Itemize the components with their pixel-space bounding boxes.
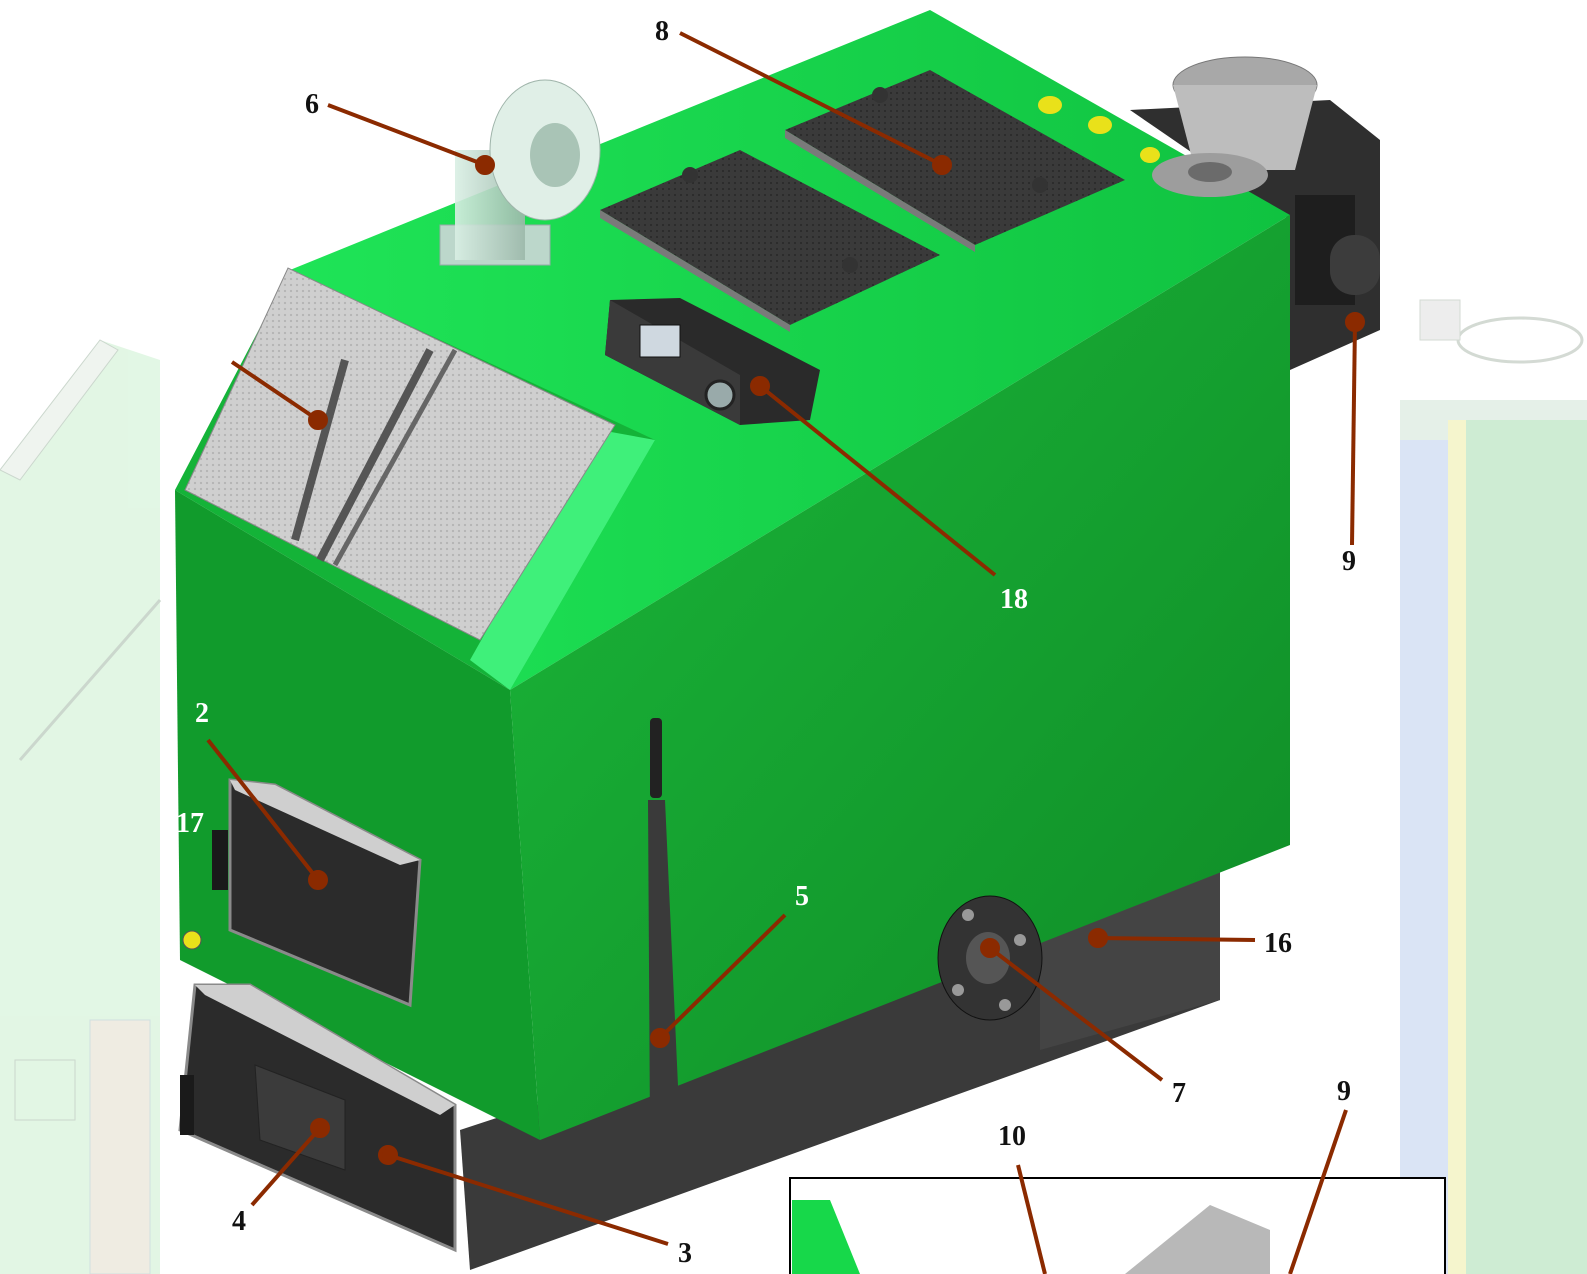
boiler-front (175, 490, 540, 1140)
top-fittings (1038, 56, 1318, 197)
flue-box (1130, 100, 1380, 370)
cleaning-hatch-left (600, 150, 940, 332)
label-16: 16 (1264, 928, 1292, 959)
cleaning-hatch-right (785, 70, 1125, 252)
ash-door (178, 983, 457, 1253)
label-7: 7 (1172, 1078, 1186, 1109)
label-10: 10 (998, 1121, 1026, 1152)
label-3: 3 (678, 1238, 692, 1269)
boiler-front-edge (470, 430, 655, 690)
fire-door (212, 778, 422, 1008)
label-18: 18 (1000, 584, 1028, 615)
background-ghost-right (1400, 299, 1587, 1274)
label-9-inset: 9 (1337, 1076, 1351, 1107)
label-9-main: 9 (1342, 546, 1356, 577)
detail-inset (789, 1177, 1446, 1274)
label-5: 5 (795, 881, 809, 912)
leader-lines (206, 31, 1365, 1274)
sensor-fitting (182, 930, 202, 950)
label-1: 1 (210, 343, 224, 374)
label-4: 4 (232, 1206, 246, 1237)
label-8: 8 (655, 16, 669, 47)
boiler-side (510, 215, 1290, 1140)
label-17: 17 (176, 808, 204, 839)
label-2: 2 (195, 698, 209, 729)
background-ghost-left (0, 339, 162, 1274)
label-6: 6 (305, 89, 319, 120)
loading-door (184, 267, 616, 641)
callout-labels: 1 2 3 4 5 6 7 8 9 9 10 16 17 18 (176, 16, 1356, 1269)
lever (648, 718, 680, 1140)
